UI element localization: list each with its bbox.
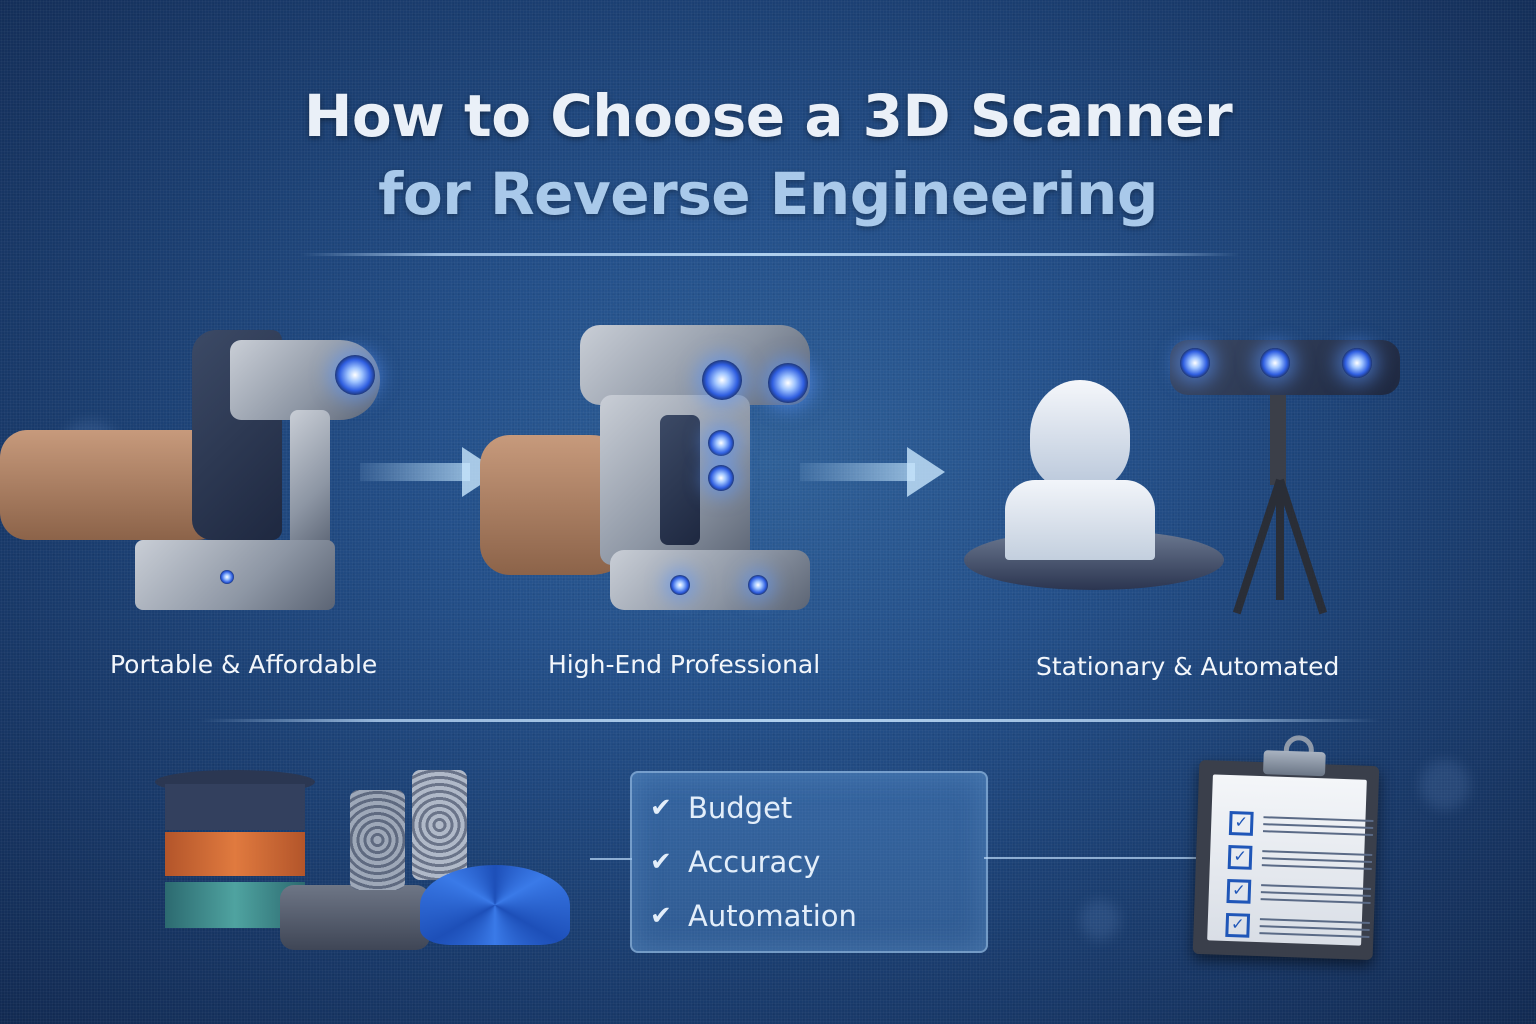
gear-part — [280, 885, 430, 950]
checkbox-icon: ✓ — [1225, 912, 1251, 938]
arrow-right-icon — [800, 447, 945, 497]
checkmark-icon: ✔ — [650, 847, 672, 877]
professional-handheld-scanner-icon — [480, 325, 820, 625]
clipboard-icon: ✓ ✓ ✓ ✓ — [1192, 734, 1380, 961]
tripod-mast — [1270, 395, 1286, 485]
page-title-line2: for Reverse Engineering — [378, 160, 1158, 228]
scanner-lens — [335, 355, 375, 395]
section-divider — [200, 719, 1380, 722]
statue-bust-head — [1030, 380, 1130, 490]
connector-line — [984, 857, 1198, 859]
lattice-part — [350, 790, 405, 890]
checklist-item-budget: ✔ Budget — [650, 791, 793, 825]
scanner-lens — [702, 360, 742, 400]
lattice-part — [412, 770, 467, 880]
scanner-label-stationary: Stationary & Automated — [1036, 652, 1340, 681]
filament-and-printed-parts-icon — [150, 765, 590, 950]
checkbox-icon: ✓ — [1227, 844, 1253, 870]
scanner-label-portable: Portable & Affordable — [110, 650, 378, 679]
criteria-checklist: ✔ Budget ✔ Accuracy ✔ Automation — [630, 771, 988, 953]
checkbox-icon: ✓ — [1228, 811, 1254, 836]
connector-line — [590, 858, 632, 860]
tripod-scanner-with-bust-icon — [960, 320, 1410, 620]
page-title-line1: How to Choose a 3D Scanner — [303, 82, 1233, 150]
scanner-lens — [768, 363, 808, 403]
orange-filament — [165, 832, 305, 876]
checklist-item-accuracy: ✔ Accuracy — [650, 845, 821, 879]
bokeh-light — [1080, 900, 1120, 940]
checkmark-icon: ✔ — [650, 793, 672, 823]
checklist-item-automation: ✔ Automation — [650, 899, 857, 933]
blue-impeller-part — [420, 865, 570, 945]
bokeh-light — [1420, 760, 1470, 810]
arrow-right-icon — [360, 447, 500, 497]
checkmark-icon: ✔ — [650, 901, 672, 931]
checkbox-icon: ✓ — [1226, 878, 1252, 904]
scanner-label-professional: High-End Professional — [548, 650, 821, 679]
statue-bust-shoulders — [1005, 480, 1155, 560]
handheld-scanner-icon — [0, 320, 390, 620]
title-divider — [300, 253, 1240, 256]
